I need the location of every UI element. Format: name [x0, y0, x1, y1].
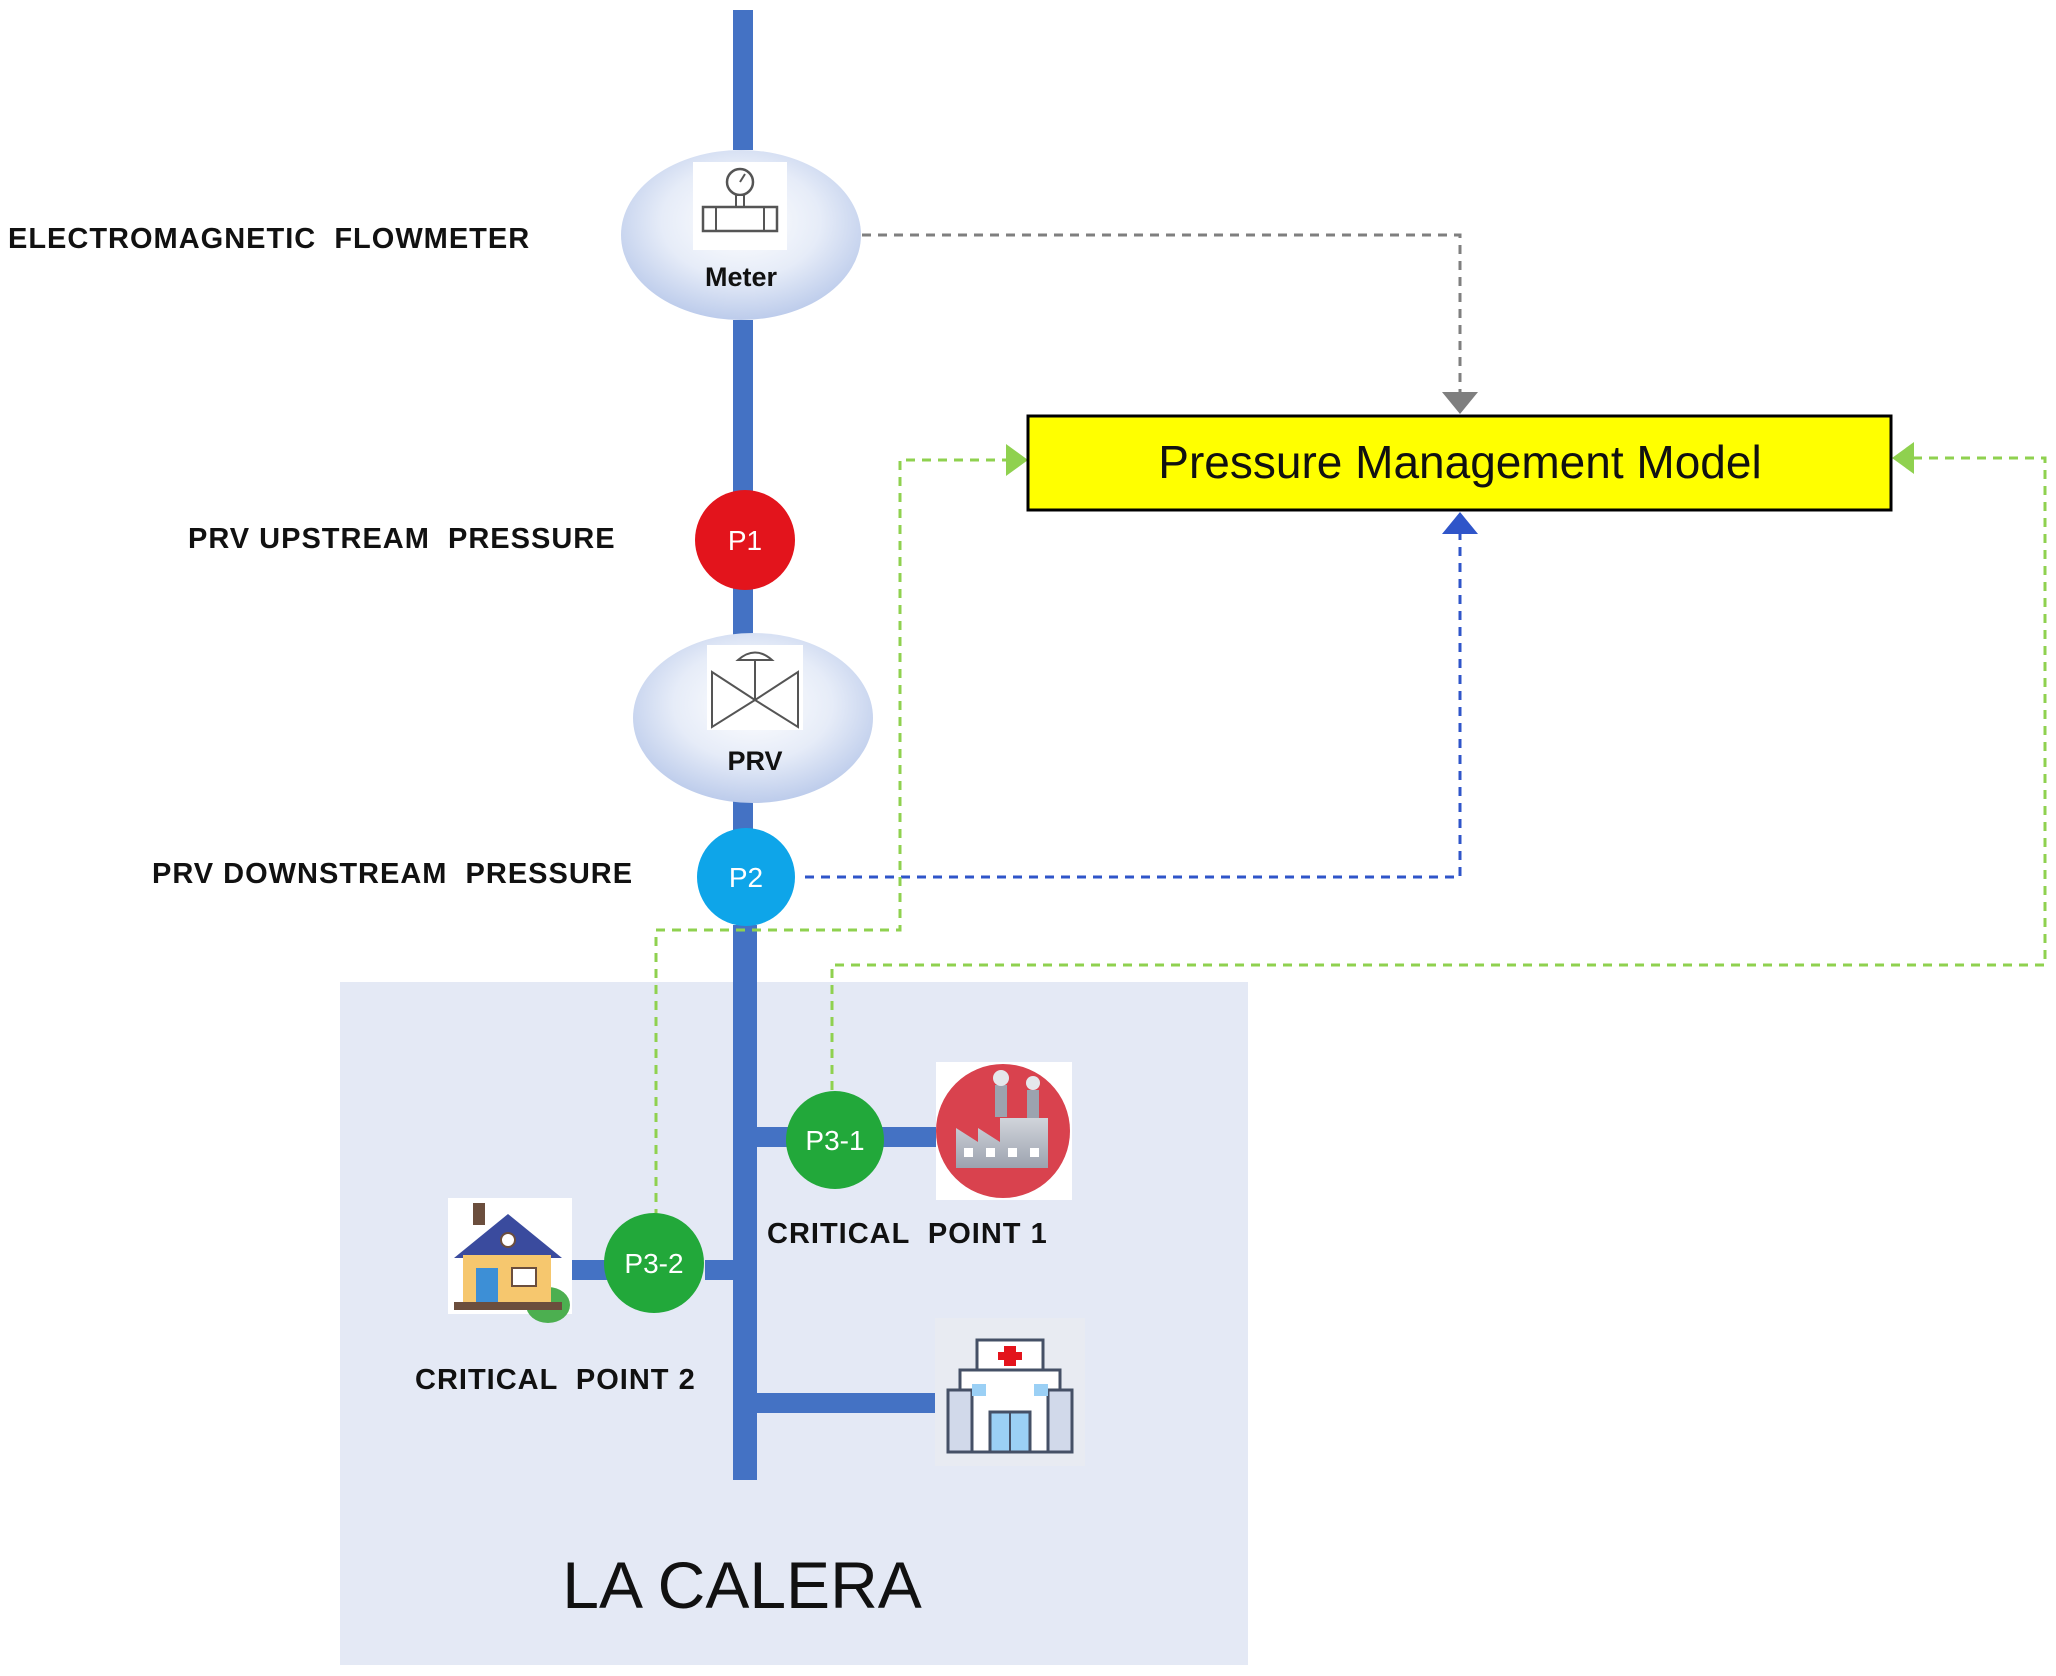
pressure-management-model-box: [1026, 414, 1893, 512]
p2-signal-arrow: [1442, 512, 1478, 534]
sensor-p1-label: P1: [728, 525, 762, 556]
p3-2-signal-line: [654, 458, 1010, 1218]
hospital-icon: [935, 1318, 1085, 1466]
pressure-management-model-label: Pressure Management Model: [1158, 436, 1761, 488]
meter-signal-line: [862, 233, 1462, 395]
critical-point-2-label: CRITICAL POINT 2: [415, 1364, 696, 1396]
sensor-p1: P1: [695, 490, 795, 590]
valve-icon: [707, 645, 803, 730]
downstream-pressure-label: PRV DOWNSTREAM PRESSURE: [152, 858, 633, 890]
zone-label: LA CALERA: [562, 1548, 922, 1622]
main-pipe: [572, 10, 940, 1480]
meter-signal-arrow: [1442, 392, 1478, 414]
critical-point-1-label: CRITICAL POINT 1: [767, 1218, 1048, 1250]
sensor-p2: P2: [697, 828, 795, 926]
prv-node: PRV: [633, 633, 873, 803]
p2-signal-line: [805, 530, 1462, 879]
house-icon: [448, 1198, 572, 1323]
upstream-pressure-label: PRV UPSTREAM PRESSURE: [188, 523, 616, 555]
factory-icon: [936, 1062, 1072, 1200]
meter-label: Meter: [705, 262, 778, 292]
p3-2-signal-arrow: [1006, 444, 1028, 476]
sensor-p3-1-label: P3-1: [805, 1125, 864, 1156]
sensor-p3-2-label: P3-2: [624, 1248, 683, 1279]
meter-node: Meter: [621, 150, 861, 320]
flowmeter-icon: [693, 162, 787, 250]
p3-1-signal-line: [830, 456, 2047, 1090]
prv-label: PRV: [727, 746, 782, 776]
p3-1-signal-arrow: [1892, 442, 1914, 474]
sensor-p2-label: P2: [729, 862, 763, 893]
flowmeter-label: ELECTROMAGNETIC FLOWMETER: [8, 223, 530, 255]
zone-area: [340, 982, 1248, 1665]
sensor-p3-1: P3-1: [786, 1091, 884, 1189]
sensor-p3-2: P3-2: [604, 1213, 704, 1313]
